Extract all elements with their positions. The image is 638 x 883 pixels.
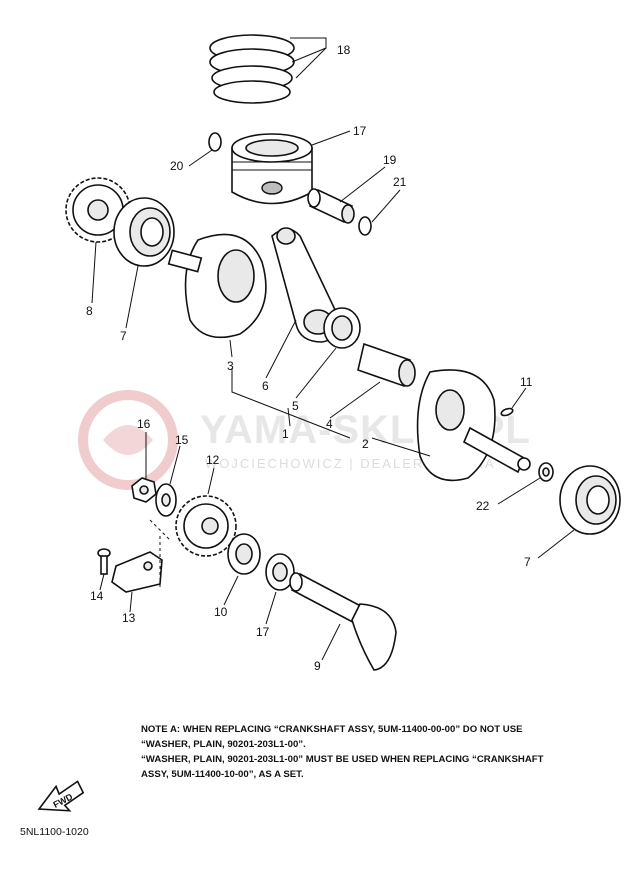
bearing-left (113, 197, 175, 267)
callout-2: 2 (362, 437, 369, 451)
piston-pin (307, 188, 355, 224)
diagram-code: 5NL1100-1020 (20, 826, 89, 838)
leader-lines (91, 37, 575, 661)
callout-21-left: 20 (170, 159, 184, 173)
callout-15: 15 (175, 433, 189, 447)
callout-11: 11 (520, 375, 533, 389)
callout-17: 17 (256, 625, 270, 639)
drive-gear (65, 177, 131, 243)
piston-rings (209, 34, 295, 104)
callout-14: 14 (90, 589, 104, 603)
crank-web-left (167, 233, 267, 339)
callout-13: 13 (122, 611, 136, 625)
callout-8: 8 (86, 304, 93, 318)
callout-1: 1 (282, 427, 289, 441)
callout-10: 10 (214, 605, 228, 619)
note-line-1: NOTE A: WHEN REPLACING “CRANKSHAFT ASSY,… (141, 724, 523, 735)
note-line-4: ASSY, 5UM-11400-10-00”, AS A SET. (141, 769, 304, 780)
callout-6: 6 (262, 379, 269, 393)
callouts: 18 17 20 19 21 8 7 3 6 5 4 1 2 11 22 7 1… (86, 43, 533, 673)
callout-18: 17 (353, 124, 367, 138)
balancer-needle-bearing (265, 553, 295, 591)
callout-21-right: 21 (393, 175, 407, 189)
note-line-3: “WASHER, PLAIN, 90201-203L1-00” MUST BE … (141, 754, 544, 765)
callout-9: 9 (314, 659, 321, 673)
woodruff-key (500, 407, 514, 417)
balancer-drive-gear (175, 495, 237, 557)
bolt (97, 548, 111, 575)
callout-16: 16 (137, 417, 151, 431)
bearing-right (559, 465, 621, 535)
alignment-lines (149, 519, 171, 590)
callout-19: 18 (337, 43, 351, 57)
callout-3: 3 (227, 359, 234, 373)
callout-5: 5 (292, 399, 299, 413)
fwd-arrow-icon: FWD (37, 780, 85, 812)
callout-22: 22 (476, 499, 490, 513)
note-line-2: “WASHER, PLAIN, 90201-203L1-00”. (141, 739, 306, 750)
watermark-logo-icon (78, 390, 178, 490)
plain-washer (538, 462, 554, 482)
replacement-note: NOTE A: WHEN REPLACING “CRANKSHAFT ASSY,… (141, 722, 611, 782)
callout-20: 19 (383, 153, 397, 167)
crank-pin (357, 342, 416, 388)
callout-4: 4 (326, 417, 333, 431)
circlip-left (208, 132, 222, 152)
balancer-bearing (227, 533, 261, 575)
balancer-shaft (289, 572, 397, 671)
needle-bearing (323, 307, 361, 349)
piston (231, 133, 313, 205)
crank-web-right (416, 369, 531, 482)
lock-washer (155, 483, 177, 517)
plate (111, 551, 163, 593)
callout-7-right: 7 (524, 555, 531, 569)
circlip-right (358, 216, 372, 236)
callout-12: 12 (206, 453, 220, 467)
callout-7-left: 7 (120, 329, 127, 343)
